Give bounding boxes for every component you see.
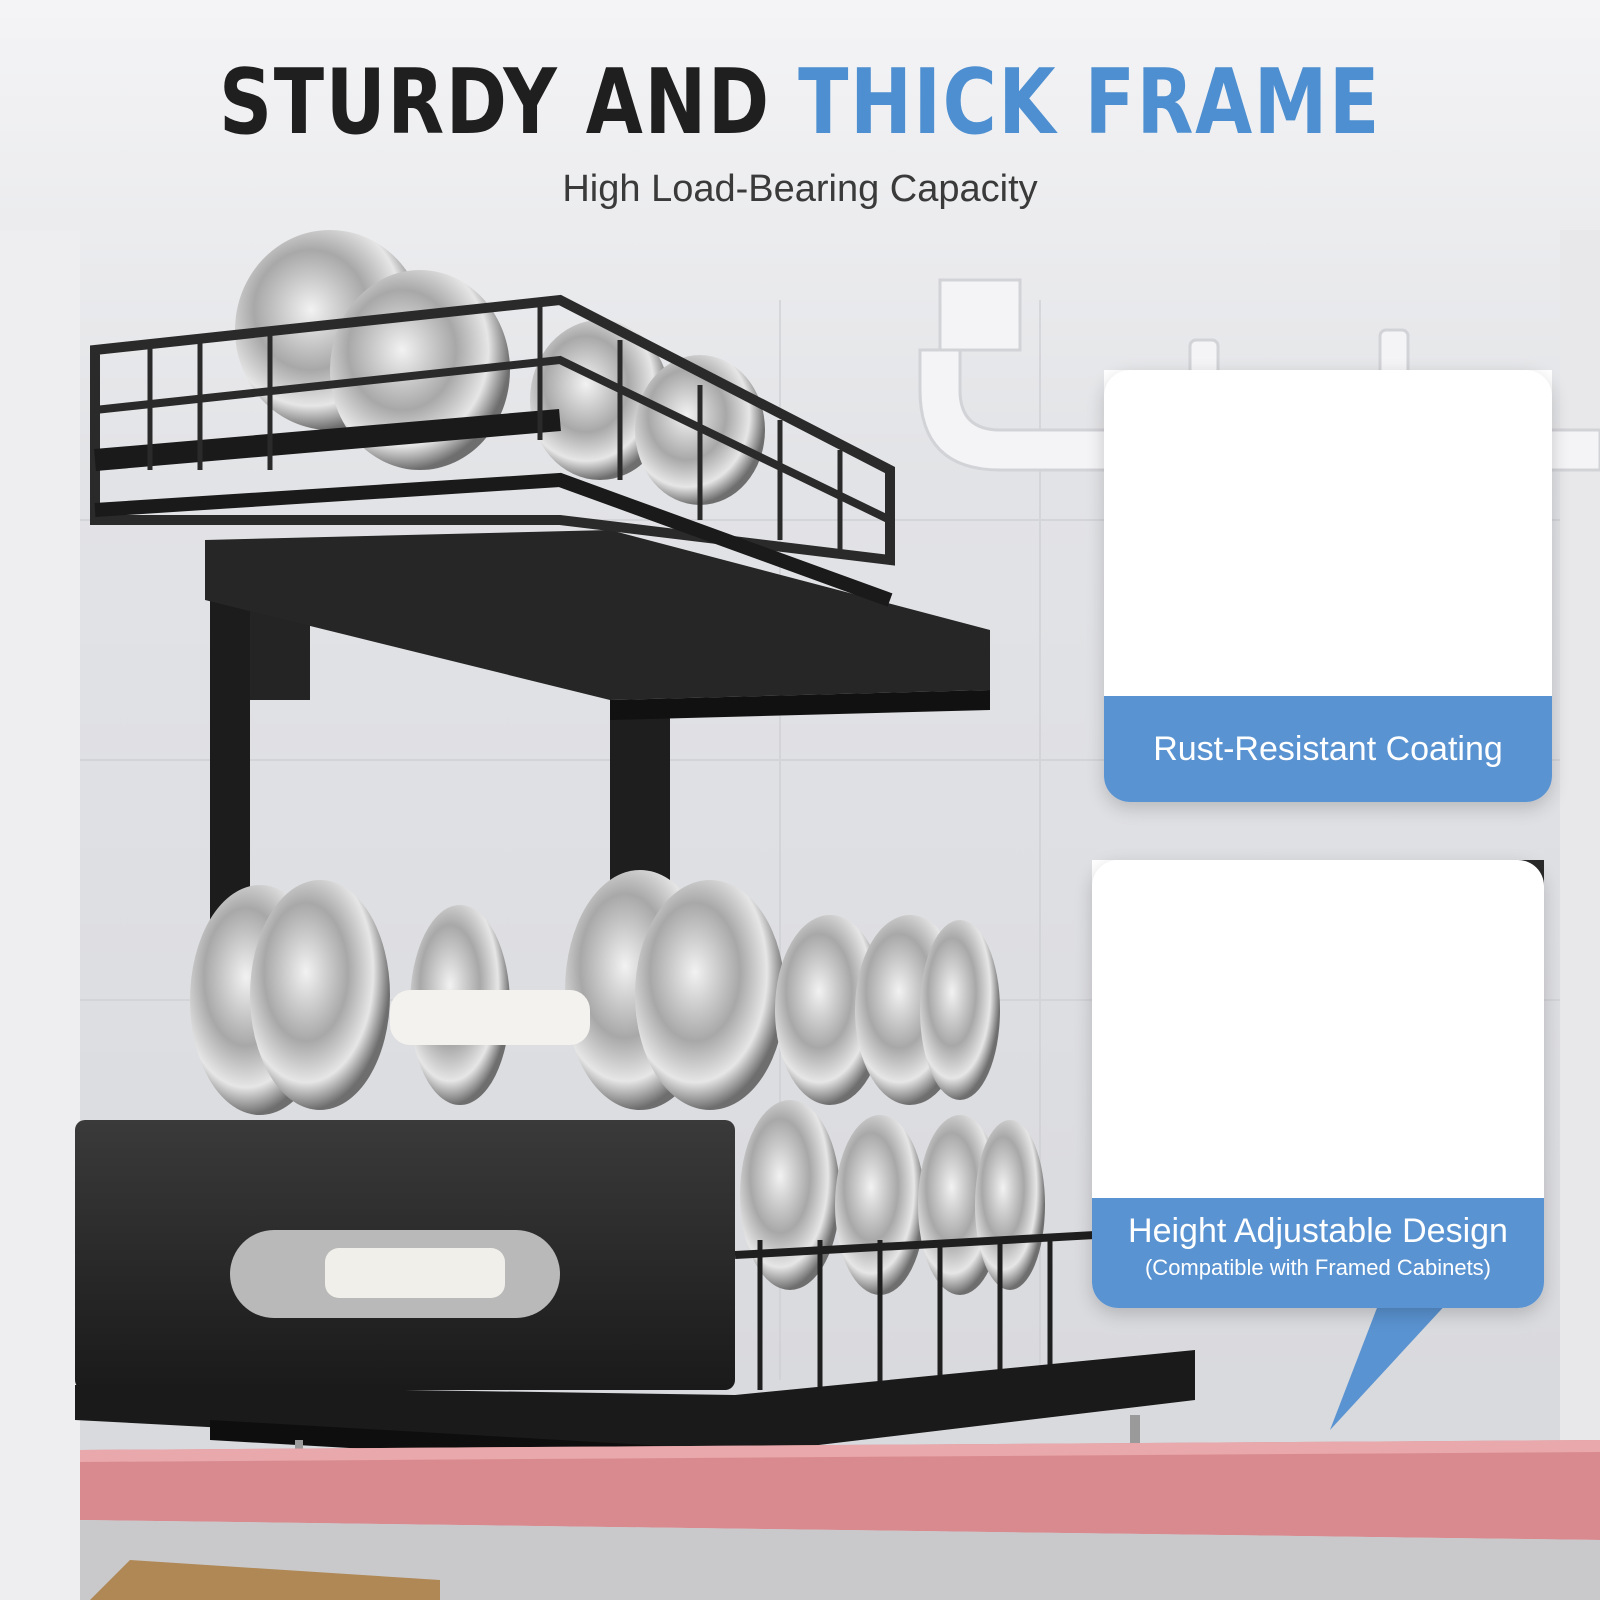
page-subtitle: High Load-Bearing Capacity	[562, 168, 1038, 210]
callout-pointer	[1330, 1300, 1450, 1430]
upper-tier	[90, 230, 990, 940]
cabinet-shelf	[80, 1440, 1600, 1600]
lower-tier	[75, 870, 1195, 1470]
rust-coating-label: Rust-Resistant Coating	[1104, 696, 1552, 802]
title-dark: STURDY AND	[218, 50, 771, 155]
height-adjust-sublabel: (Compatible with Framed Cabinets)	[1144, 1255, 1492, 1280]
height-adjust-card: Height Adjustable Design (Compatible wit…	[1092, 860, 1544, 1308]
height-adjust-band: Height Adjustable Design (Compatible wit…	[1092, 1198, 1544, 1308]
rust-coating-card: Rust-Resistant Coating	[1104, 370, 1552, 802]
title-blue: THICK FRAME	[798, 50, 1382, 155]
page-title: STURDY AND THICK FRAME	[144, 58, 1456, 148]
height-adjust-label: Height Adjustable Design	[1128, 1212, 1508, 1250]
cabinet-side	[0, 230, 80, 1600]
